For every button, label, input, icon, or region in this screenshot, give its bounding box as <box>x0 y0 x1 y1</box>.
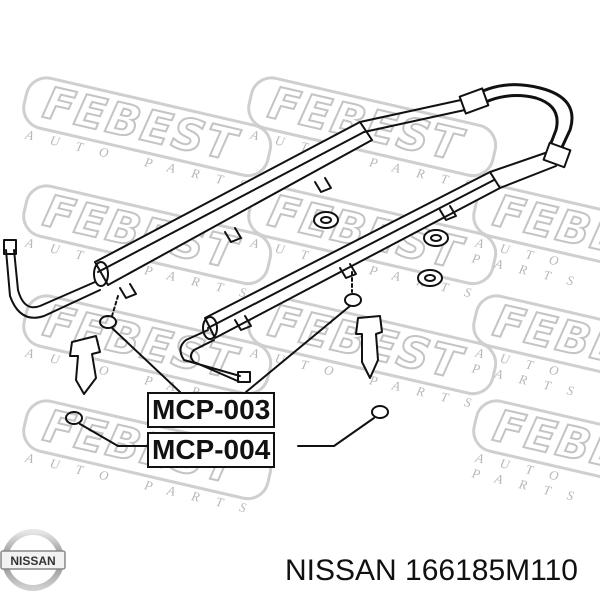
part-number: NISSAN 166185M110 <box>285 554 578 587</box>
part-label-mcp-004[interactable]: MCP-004 <box>147 432 276 468</box>
nissan-logo-icon: NISSAN <box>0 529 66 591</box>
svg-text:NISSAN: NISSAN <box>10 554 55 568</box>
part-label-mcp-003[interactable]: MCP-003 <box>147 392 276 428</box>
